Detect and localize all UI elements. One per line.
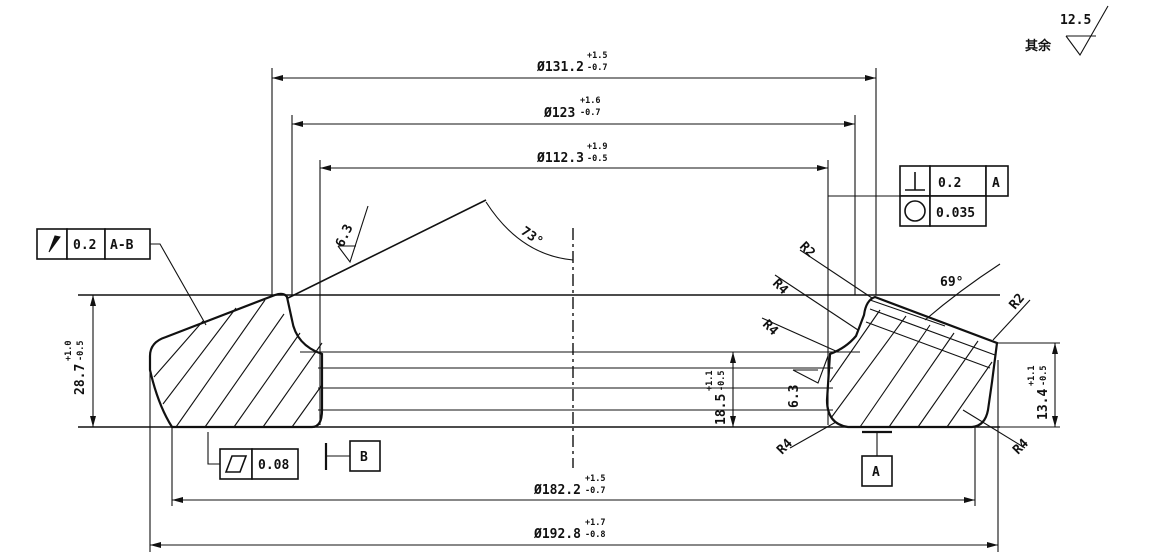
general-roughness-symbol: 其余 12.5 [1025, 5, 1109, 57]
svg-text:-0.8: -0.8 [585, 530, 605, 540]
svg-text:0.08: 0.08 [258, 458, 289, 473]
radius-r4b: R4 [759, 317, 781, 339]
dim-h28: 28.7 +1.0 -0.5 [64, 341, 88, 395]
svg-text:Ø182.2: Ø182.2 [533, 483, 581, 498]
svg-text:Ø123: Ø123 [543, 106, 575, 121]
svg-text:Ø112.3: Ø112.3 [536, 151, 584, 166]
svg-text:+1.1: +1.1 [705, 371, 715, 391]
radius-r4d: R4 [1010, 436, 1032, 458]
svg-text:Ø131.2: Ø131.2 [536, 60, 584, 75]
svg-text:-0.5: -0.5 [587, 154, 607, 164]
surface-finish-2: 6.3 [787, 355, 829, 408]
svg-text:Ø192.8: Ø192.8 [533, 527, 581, 542]
svg-text:+1.1: +1.1 [1027, 366, 1037, 386]
dim-d112: Ø112.3 +1.9 -0.5 [536, 142, 607, 166]
svg-text:-0.7: -0.7 [580, 108, 600, 118]
radius-r2b: R2 [1007, 291, 1029, 313]
svg-text:其余: 其余 [1025, 38, 1052, 54]
dim-h13: 13.4 +1.1 -0.5 [1027, 366, 1051, 420]
angle-arc-69 [924, 263, 1001, 321]
dim-d192: Ø192.8 +1.7 -0.8 [533, 518, 605, 542]
tooth-line-2 [865, 321, 991, 369]
svg-text:-0.5: -0.5 [1039, 366, 1049, 386]
angle-arc-73 [485, 201, 574, 261]
left-section-outline [148, 292, 324, 429]
svg-text:B: B [360, 450, 368, 465]
radius-r2a: R2 [796, 239, 818, 261]
datum-a: A [861, 430, 893, 487]
frame-runout: 0.2 A-B [36, 228, 151, 260]
cone-line-right [869, 299, 946, 327]
svg-text:+1.7: +1.7 [585, 518, 605, 528]
svg-text:12.5: 12.5 [1060, 13, 1091, 28]
svg-text:+1.9: +1.9 [587, 142, 607, 152]
svg-text:0.2: 0.2 [938, 176, 961, 191]
angle-69-label: 69° [940, 275, 963, 290]
right-section-outline [825, 295, 999, 429]
tooth-line-1 [869, 308, 996, 356]
radius-r4c: R4 [774, 436, 796, 458]
svg-text:-0.5: -0.5 [717, 371, 727, 391]
svg-text:-0.5: -0.5 [76, 341, 86, 361]
dim-d131: Ø131.2 +1.5 -0.7 [536, 51, 607, 75]
dim-h18: 18.5 +1.1 -0.5 [705, 371, 729, 425]
svg-text:A: A [872, 465, 880, 480]
svg-text:0.2: 0.2 [73, 238, 96, 253]
surface-finish-1: 6.3 [333, 205, 369, 264]
svg-text:+1.0: +1.0 [64, 341, 74, 361]
datum-b: B [324, 440, 381, 472]
frame-roundness: 0.035 [899, 195, 987, 227]
svg-text:A-B: A-B [110, 238, 134, 253]
svg-text:6.3: 6.3 [787, 385, 802, 408]
svg-text:28.7: 28.7 [73, 364, 88, 395]
frame-perpendicularity: 0.2 A [899, 165, 1009, 197]
svg-text:A: A [992, 176, 1000, 191]
svg-text:-0.7: -0.7 [585, 486, 605, 496]
frame-flatness: 0.08 [219, 448, 299, 480]
svg-text:+1.5: +1.5 [587, 51, 607, 61]
dim-d182: Ø182.2 +1.5 -0.7 [533, 474, 605, 498]
svg-text:-0.7: -0.7 [587, 63, 607, 73]
svg-text:13.4: 13.4 [1036, 389, 1051, 420]
svg-text:18.5: 18.5 [714, 394, 729, 425]
cone-line-left [287, 199, 487, 299]
svg-text:+1.5: +1.5 [585, 474, 605, 484]
dim-d123: Ø123 +1.6 -0.7 [543, 96, 600, 121]
left-hatch [153, 299, 323, 428]
svg-text:0.035: 0.035 [936, 206, 975, 221]
svg-text:+1.6: +1.6 [580, 96, 600, 106]
angle-73-label: 73° [518, 224, 546, 250]
